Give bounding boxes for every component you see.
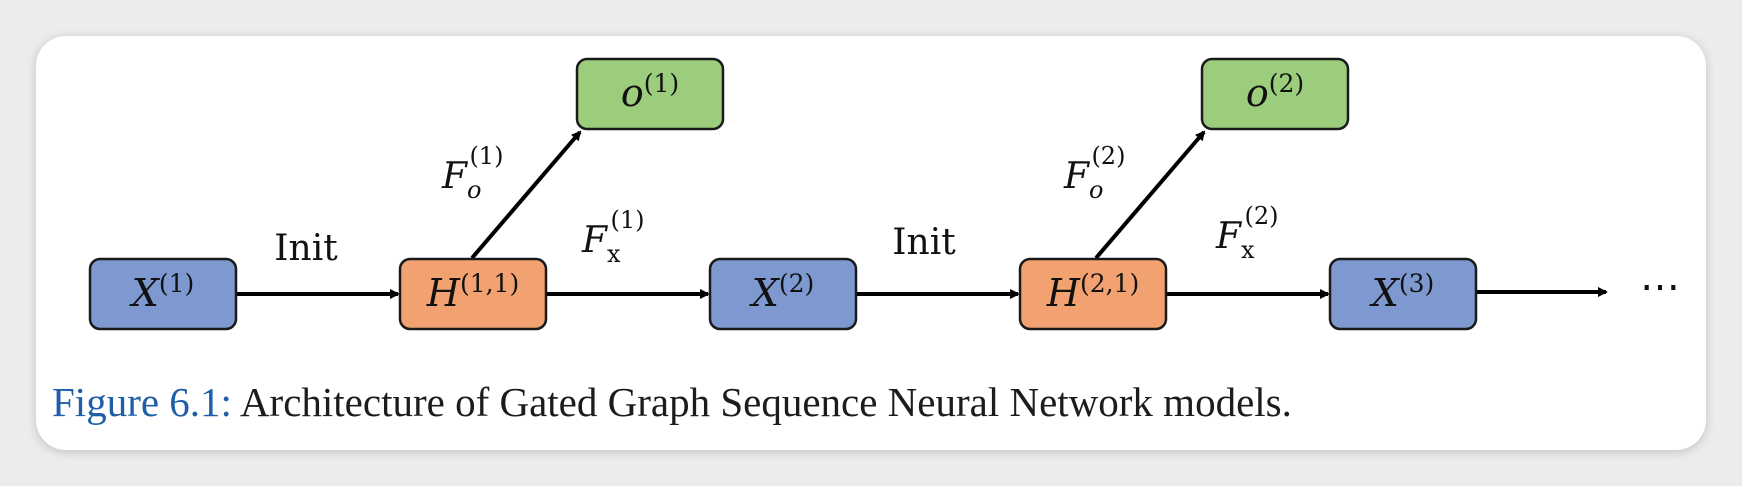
- figure-card: [36, 36, 1706, 450]
- edge-label-fo1-sub: o: [467, 176, 481, 204]
- edge-label-fx2-base: F: [1215, 216, 1243, 257]
- svg-text:X(2): X(2): [749, 269, 814, 315]
- node-o2: o(2): [1200, 57, 1350, 131]
- node-h11-sup: (1,1): [460, 269, 519, 298]
- node-x2: X(2): [708, 257, 858, 331]
- node-h21-sup: (2,1): [1080, 269, 1139, 298]
- svg-text:o(2): o(2): [1246, 69, 1304, 115]
- node-h21: H(2,1): [1018, 257, 1168, 331]
- node-o1-box: [575, 57, 725, 131]
- node-x3: X(3): [1328, 257, 1478, 331]
- edge-label-fx2: Fx (2): [1215, 202, 1279, 264]
- edge-label-fx1-sup: (1): [611, 206, 645, 234]
- node-o1-base: o: [621, 71, 644, 115]
- figure-label: Figure 6.1:: [52, 379, 232, 425]
- node-h11: H(1,1): [398, 257, 548, 331]
- edge-h21-o2: [1094, 130, 1206, 260]
- svg-text:X(3): X(3): [1369, 269, 1434, 315]
- node-h11-base: H: [426, 271, 461, 315]
- node-o1: o(1): [575, 57, 725, 131]
- node-h21-base: H: [1046, 271, 1081, 315]
- node-x1-box: [88, 257, 238, 331]
- node-o2-base: o: [1246, 71, 1269, 115]
- node-x1-base: X: [129, 271, 161, 315]
- svg-text:H(1,1): H(1,1): [426, 269, 519, 315]
- svg-text:H(2,1): H(2,1): [1046, 269, 1139, 315]
- node-x2-base: X: [749, 271, 781, 315]
- figure-caption: Figure 6.1: Architecture of Gated Graph …: [52, 378, 1292, 426]
- node-x1-sup: (1): [159, 269, 194, 298]
- edge-label-fx1-base: F: [581, 220, 609, 261]
- node-x1: X(1): [88, 257, 238, 331]
- edge-label-fo2-sub: o: [1089, 176, 1103, 204]
- node-o2-box: [1200, 57, 1350, 131]
- svg-text:o(1): o(1): [621, 69, 679, 115]
- node-o1-sup: (1): [644, 69, 679, 98]
- edge-label-fx2-sup: (2): [1245, 202, 1279, 230]
- node-x3-base: X: [1369, 271, 1401, 315]
- continuation-ellipsis: ⋯: [1640, 264, 1680, 310]
- edge-label-fx1-sub: x: [607, 240, 621, 268]
- edge-label-fo2: Fo (2): [1063, 142, 1125, 204]
- edge-label-fo2-sup: (2): [1091, 142, 1125, 170]
- svg-text:X(1): X(1): [129, 269, 194, 315]
- edge-label-fo1-base: F: [441, 156, 469, 197]
- node-x3-box: [1328, 257, 1478, 331]
- edges: [236, 130, 1608, 299]
- edge-label-fx2-sub: x: [1241, 236, 1255, 264]
- figure-caption-text: Architecture of Gated Graph Sequence Neu…: [239, 379, 1292, 425]
- edge-label-fo1: Fo (1): [441, 142, 503, 204]
- node-x2-sup: (2): [779, 269, 814, 298]
- edge-label-fo1-sup: (1): [469, 142, 503, 170]
- node-h21-box: [1018, 257, 1168, 331]
- edge-label-init-1: Init: [274, 228, 338, 269]
- edge-h11-o1: [470, 130, 582, 260]
- edge-label-fx1: Fx (1): [581, 206, 645, 268]
- node-h11-box: [398, 257, 548, 331]
- edge-label-init-2: Init: [892, 222, 956, 263]
- node-x3-sup: (3): [1399, 269, 1434, 298]
- node-x2-box: [708, 257, 858, 331]
- edge-label-fo2-base: F: [1063, 156, 1091, 197]
- node-o2-sup: (2): [1269, 69, 1304, 98]
